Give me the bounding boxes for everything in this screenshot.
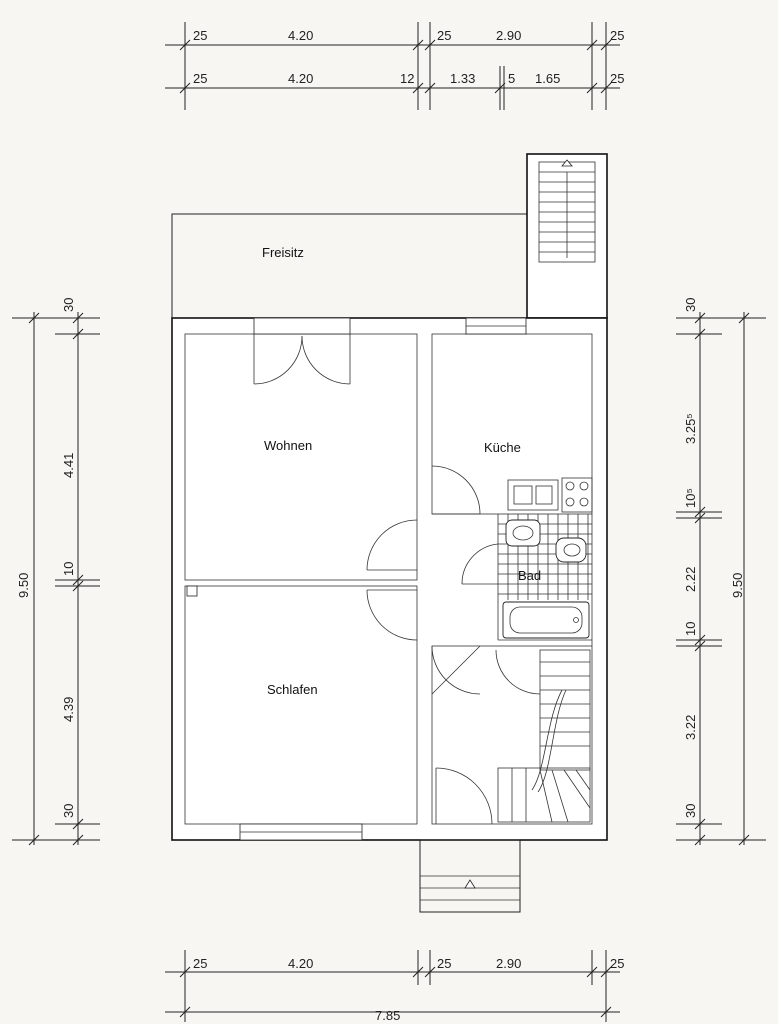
dim-top-r1-1: 4.20 <box>288 28 313 43</box>
dim-bottom-r1-4: 25 <box>610 956 624 971</box>
dim-top-r2-5: 1.65 <box>535 71 560 86</box>
room-label-freisitz: Freisitz <box>262 245 304 260</box>
dim-top-r2-4: 5 <box>508 71 515 86</box>
entrance-arrow-up-icon <box>464 879 476 889</box>
dim-top-r2-1: 4.20 <box>288 71 313 86</box>
right-dimension-chain: 9.50 30 3.25⁵ 10⁵ 2.22 10 3.22 30 <box>676 298 766 846</box>
windows <box>239 317 527 841</box>
dim-right-2: 10⁵ <box>683 488 698 508</box>
dim-right-5: 3.22 <box>683 715 698 740</box>
dim-right-6: 30 <box>683 804 698 818</box>
terrace <box>171 213 528 318</box>
dim-top-r1-2: 25 <box>437 28 451 43</box>
dim-right-4: 10 <box>683 622 698 636</box>
building-outline <box>171 317 608 841</box>
room-label-bad: Bad <box>518 568 541 583</box>
dim-top-r2-3: 1.33 <box>450 71 475 86</box>
dim-left-0: 30 <box>61 298 76 312</box>
doors <box>253 334 541 825</box>
stair-arrow-up-icon <box>561 159 573 167</box>
exterior-stair-top <box>526 153 608 319</box>
left-dimension-chain: 9.50 30 4.41 10 4.39 30 <box>12 298 100 846</box>
dim-left-1: 4.41 <box>61 453 76 478</box>
dim-right-total: 9.50 <box>730 573 745 598</box>
dim-right-0: 30 <box>683 298 698 312</box>
dim-left-4: 30 <box>61 804 76 818</box>
dim-right-3: 2.22 <box>683 567 698 592</box>
dim-bottom-r1-1: 4.20 <box>288 956 313 971</box>
kitchen-fixtures <box>507 477 593 513</box>
dim-right-1: 3.25⁵ <box>683 413 698 444</box>
dim-bottom-total: 7.85 <box>375 1008 400 1023</box>
bottom-dimension-chain: 25 4.20 25 2.90 25 7.85 <box>165 950 624 1023</box>
dim-bottom-r1-3: 2.90 <box>496 956 521 971</box>
dim-top-r1-3: 2.90 <box>496 28 521 43</box>
dim-bottom-r1-2: 25 <box>437 956 451 971</box>
dim-top-r2-6: 25 <box>610 71 624 86</box>
dim-left-total: 9.50 <box>16 573 31 598</box>
room-label-kueche: Küche <box>484 440 521 455</box>
dim-left-3: 4.39 <box>61 697 76 722</box>
dim-top-r1-4: 25 <box>610 28 624 43</box>
dim-top-r2-0: 25 <box>193 71 207 86</box>
entrance-stair <box>419 839 521 913</box>
interior-stair <box>497 649 591 823</box>
dim-top-r2-2: 12 <box>400 71 414 86</box>
dim-bottom-r1-0: 25 <box>193 956 207 971</box>
bathroom-fixtures <box>498 514 592 639</box>
room-label-schlafen: Schlafen <box>267 682 318 697</box>
dim-left-2: 10 <box>61 562 76 576</box>
top-dimension-chain: 25 4.20 25 2.90 25 25 4.20 12 1.33 5 1.6… <box>165 22 624 110</box>
room-label-wohnen: Wohnen <box>264 438 312 453</box>
dim-top-r1-0: 25 <box>193 28 207 43</box>
chimney-shaft <box>186 585 198 597</box>
